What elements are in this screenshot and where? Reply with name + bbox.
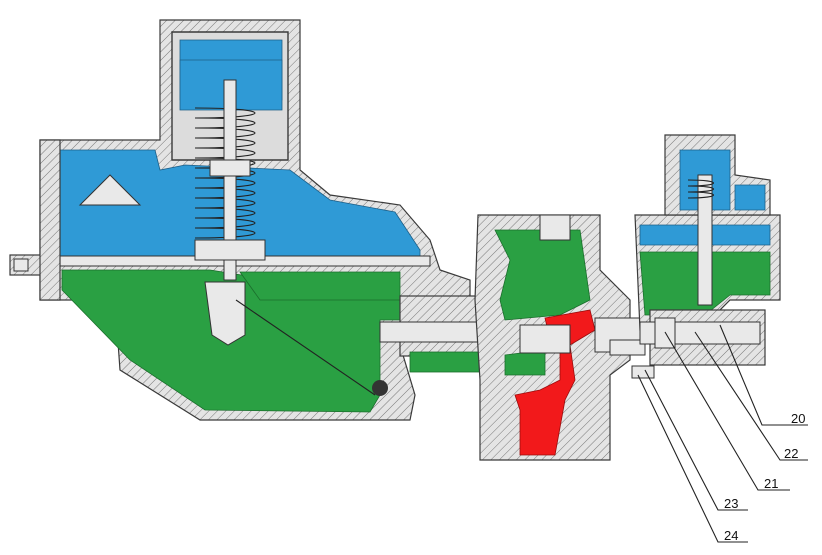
callout-22: 22 xyxy=(784,446,798,461)
main-spring-assembly xyxy=(194,79,266,281)
leader-lines xyxy=(637,324,808,543)
callout-20: 20 xyxy=(791,411,805,426)
inlet-passage xyxy=(514,309,596,456)
callout-24: 24 xyxy=(724,528,738,543)
pilot-housing xyxy=(631,134,781,379)
callout-23: 23 xyxy=(724,496,738,511)
callout-21: 21 xyxy=(764,476,778,491)
valve-body xyxy=(474,214,646,461)
